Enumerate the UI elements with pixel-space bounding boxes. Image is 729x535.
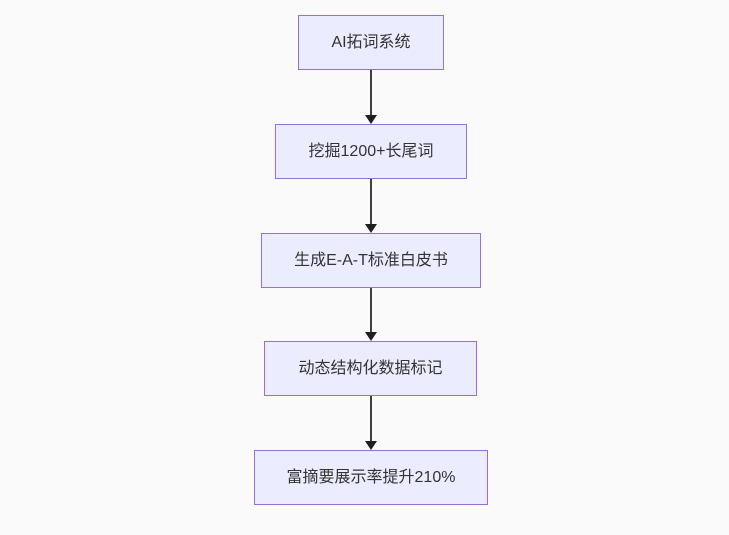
flow-node-dynamic-structured-data-markup: 动态结构化数据标记 (264, 341, 477, 396)
edge-line-1 (370, 70, 372, 115)
flow-node-rich-snippet-rate-increase: 富摘要展示率提升210% (254, 450, 488, 505)
flow-node-ai-word-expansion-system: AI拓词系统 (298, 15, 444, 70)
node-label: 生成E-A-T标准白皮书 (294, 251, 448, 269)
edge-line-3 (370, 288, 372, 332)
node-label: 挖掘1200+长尾词 (308, 142, 434, 160)
edge-line-2 (370, 179, 372, 224)
node-label: 富摘要展示率提升210% (286, 468, 456, 486)
flow-node-generate-eat-whitepaper: 生成E-A-T标准白皮书 (261, 233, 481, 288)
arrow-down-icon (365, 115, 377, 124)
node-label: 动态结构化数据标记 (298, 359, 443, 377)
arrow-down-icon (365, 224, 377, 233)
arrow-down-icon (365, 332, 377, 341)
edge-line-4 (370, 396, 372, 441)
flow-node-mine-longtail-keywords: 挖掘1200+长尾词 (275, 124, 467, 179)
node-label: AI拓词系统 (331, 33, 411, 51)
arrow-down-icon (365, 441, 377, 450)
